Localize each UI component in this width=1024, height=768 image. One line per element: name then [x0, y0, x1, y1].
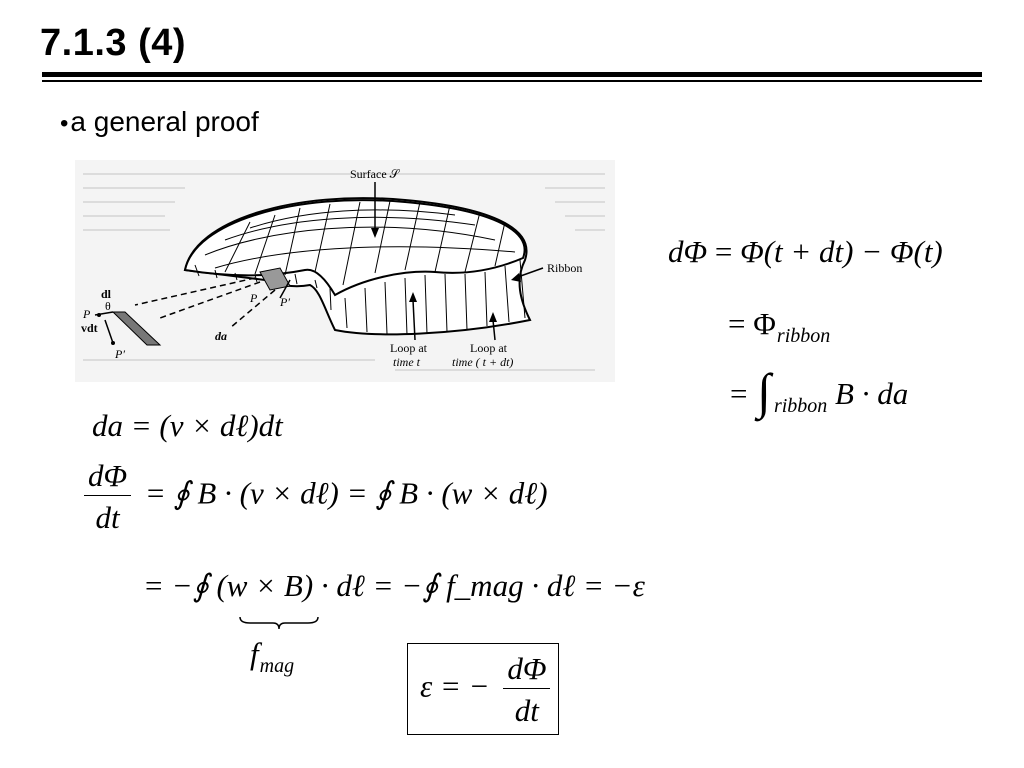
figure-label-pprime-side: P′ — [114, 347, 125, 361]
boxed-result-denominator: dt — [514, 692, 539, 728]
ribbon-surface-figure: Surface 𝒮 Ribbon Loop at time t Loop at … — [75, 160, 615, 382]
figure-label-p-side: P — [82, 307, 91, 321]
fmag-subscript: mag — [259, 655, 295, 677]
boxed-result-numerator: dΦ — [503, 653, 551, 689]
dphi-dt-fraction: dΦ dt — [84, 460, 132, 535]
figure-label-dl: dl — [101, 287, 112, 301]
flux-integral-body: B · da — [835, 376, 909, 411]
figure-label-vdt: vdt — [81, 321, 98, 335]
boxed-result: ε = − dΦ dt — [407, 643, 559, 735]
figure-label-loop-tdt-line2: time ( t + dt) — [452, 355, 513, 369]
figure-label-ribbon: Ribbon — [547, 261, 582, 275]
slide-title: 7.1.3 (4) — [40, 22, 187, 64]
boxed-result-fraction: dΦ dt — [503, 653, 551, 728]
figure-label-surface: Surface 𝒮 — [350, 167, 401, 181]
fmag-annotation: fmag — [250, 636, 294, 676]
flux-integral-sub: ribbon — [773, 395, 828, 417]
boxed-result-lhs: ε = − — [420, 668, 490, 704]
equation-dphi-dt: dΦ dt = ∮ B · (v × dℓ) = ∮ B · (w × dℓ) — [78, 460, 548, 533]
fmag-symbol: f — [250, 636, 259, 671]
figure-label-theta: θ — [105, 299, 111, 313]
bullet-item: •a general proof — [60, 106, 259, 138]
equation-flux-ribbon: = Φribbon — [728, 306, 830, 346]
emf-rhs: = −∮ (w × B) · dℓ = −∮ f_mag · dℓ = −ε — [143, 568, 645, 603]
flux-ribbon-phi: Φ — [753, 306, 776, 341]
figure-label-p: P — [249, 291, 258, 305]
area-element-rhs: = (v × dℓ)dt — [130, 408, 283, 443]
bullet-text: a general proof — [70, 106, 259, 137]
flux-change-lhs: dΦ — [668, 234, 708, 269]
equation-area-element: da = (v × dℓ)dt — [92, 410, 283, 441]
flux-ribbon-eq: = — [728, 306, 746, 341]
dphi-dt-rhs: = ∮ B · (v × dℓ) = ∮ B · (w × dℓ) — [144, 475, 548, 511]
bullet-dot: • — [60, 110, 69, 137]
figure-label-loop-t-line2: time t — [393, 355, 421, 369]
underbrace — [239, 616, 319, 630]
flux-integral-eq: = — [730, 376, 748, 411]
integral-sign: ∫ — [757, 363, 771, 419]
equation-emf: = −∮ (w × B) · dℓ = −∮ f_mag · dℓ = −ε — [143, 570, 645, 601]
equation-flux-integral: = ∫ribbon B · da — [730, 362, 909, 416]
title-underline-thick — [42, 72, 982, 77]
boxed-result-equation: ε = − dΦ dt — [420, 653, 556, 726]
figure-label-pprime: P′ — [279, 295, 290, 309]
flux-change-rhs: Φ(t + dt) − Φ(t) — [740, 234, 943, 269]
dphi-dt-denominator: dt — [95, 500, 120, 535]
dphi-dt-numerator: dΦ — [84, 460, 132, 496]
figure-label-loop-t-line1: Loop at — [390, 341, 428, 355]
figure-label-loop-tdt-line1: Loop at — [470, 341, 508, 355]
equation-flux-change: dΦ = Φ(t + dt) − Φ(t) — [668, 236, 943, 267]
area-element-lhs: da — [92, 408, 123, 443]
figure-label-da: da — [215, 329, 227, 343]
flux-change-eq: = — [714, 234, 733, 269]
flux-ribbon-sub: ribbon — [776, 325, 831, 347]
title-underline-thin — [42, 80, 982, 82]
